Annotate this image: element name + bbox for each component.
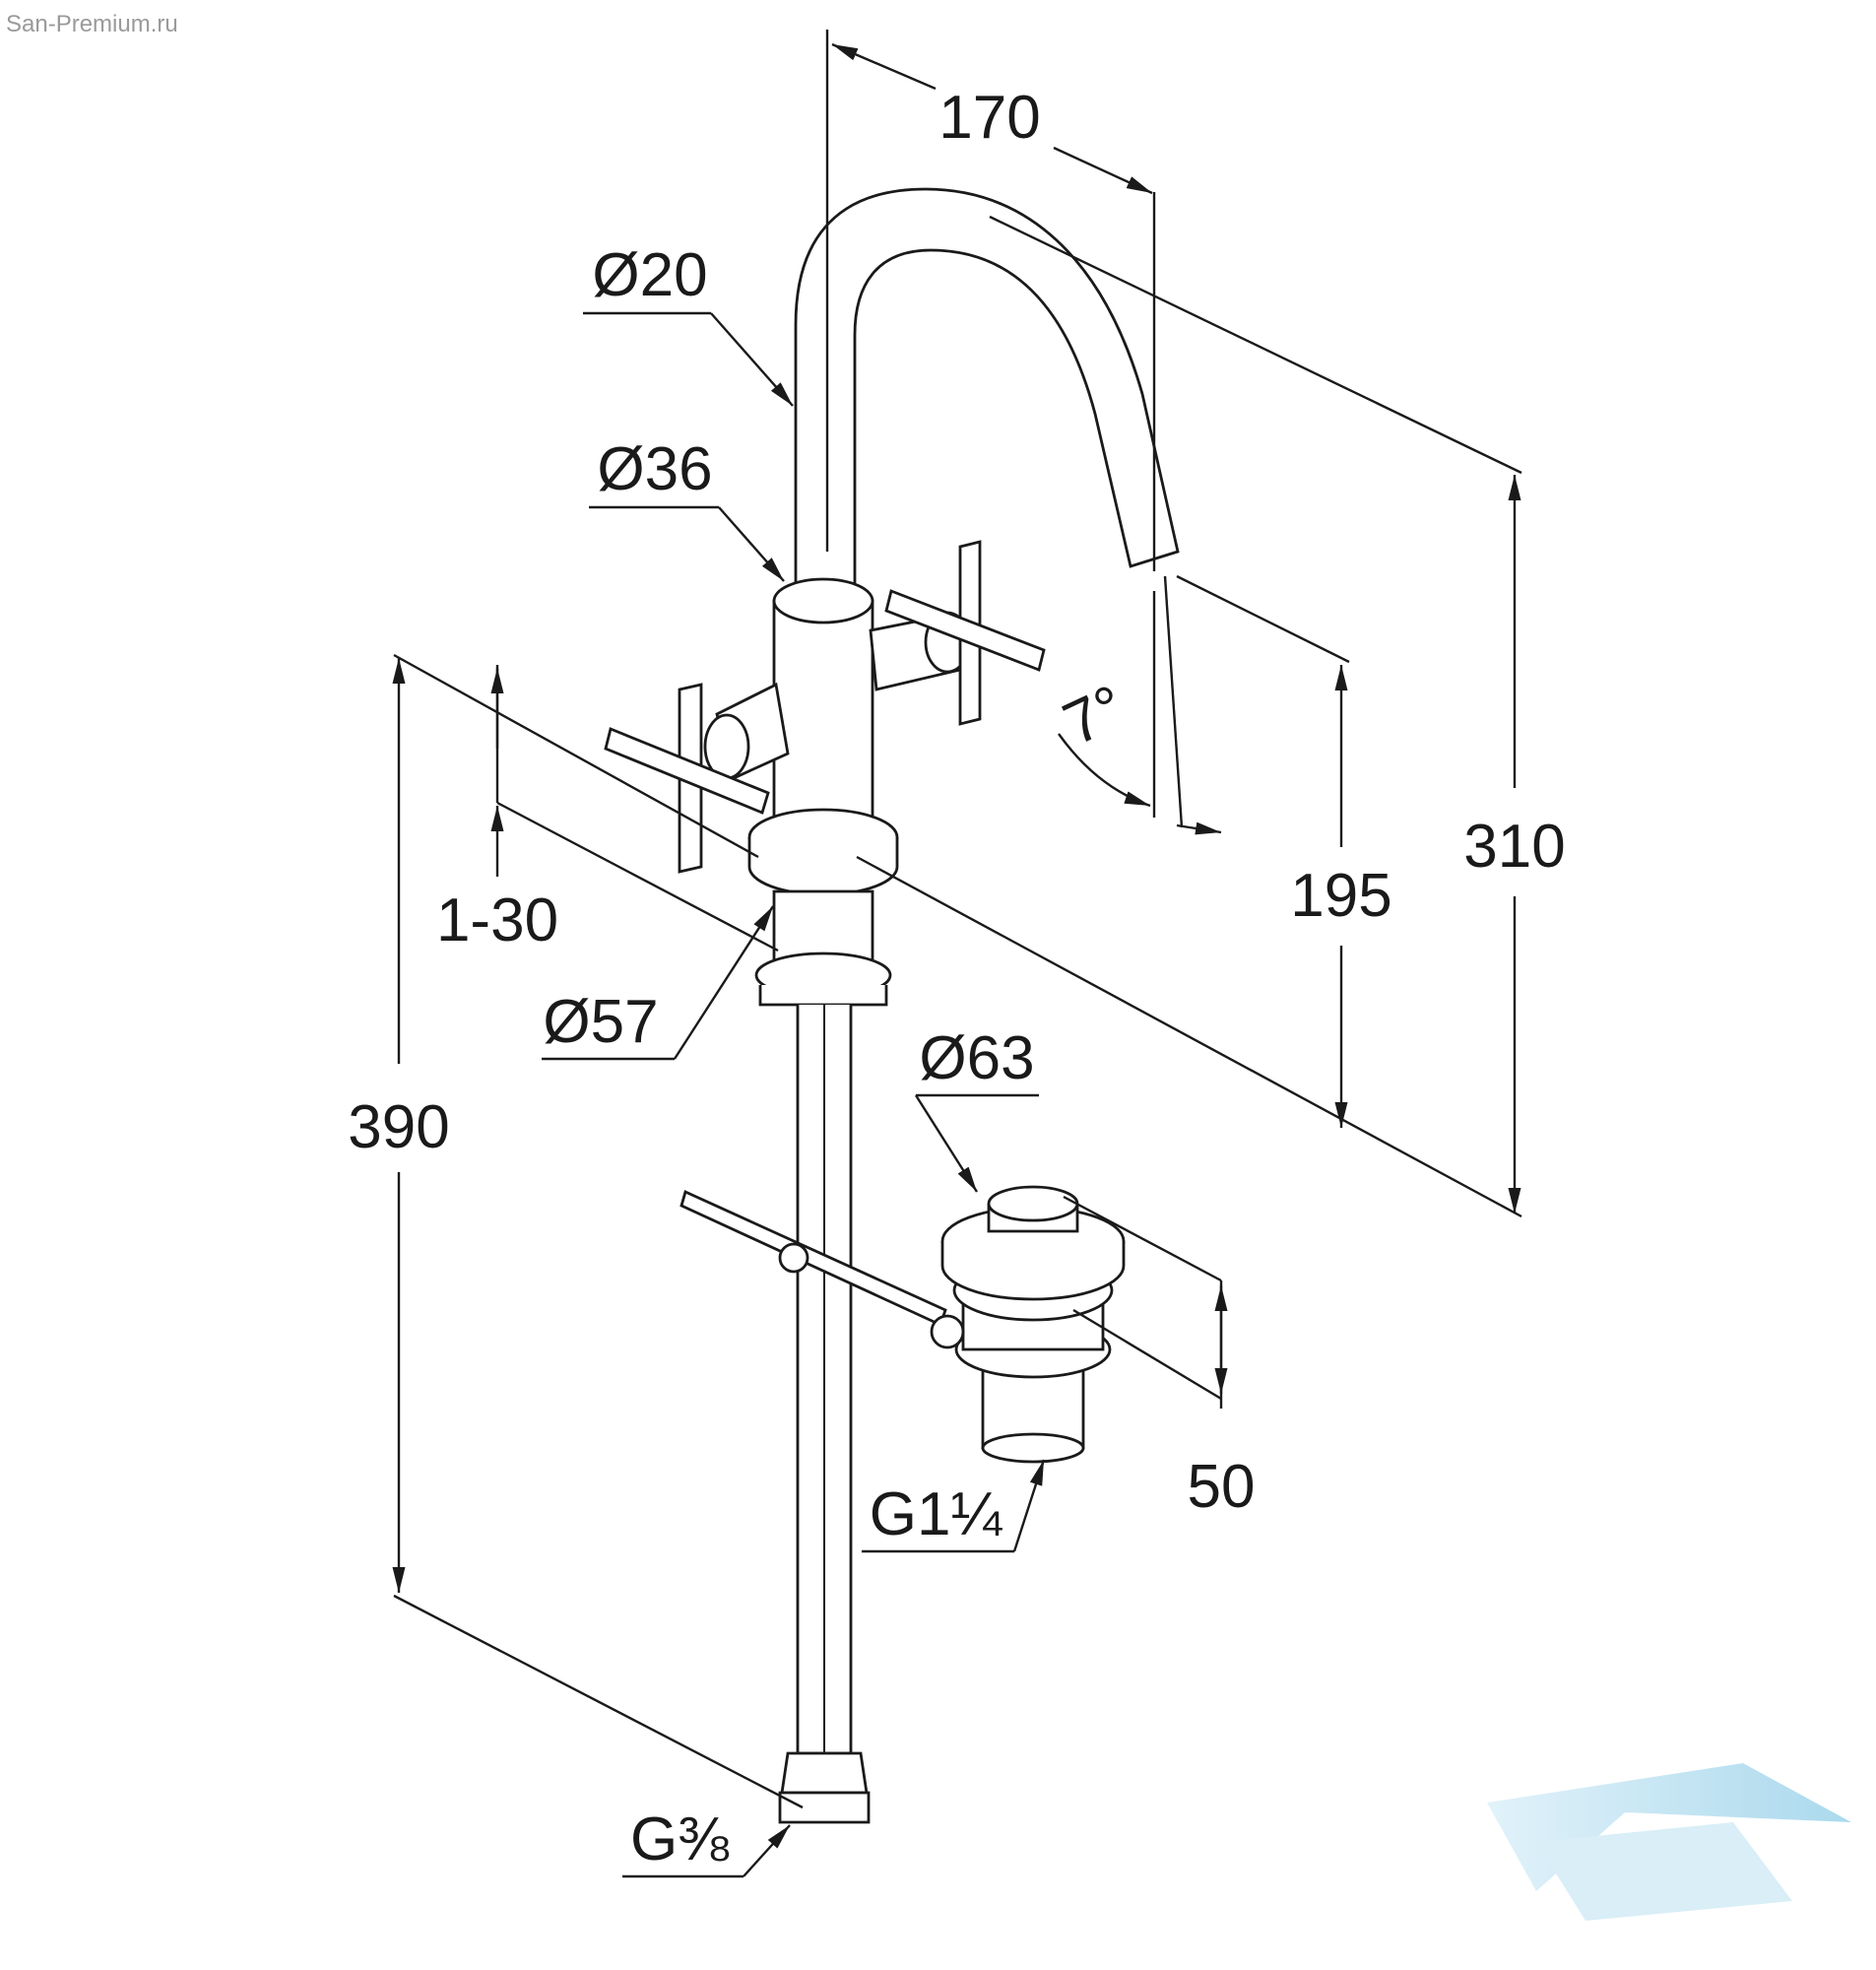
dim-g1-1-4-label: G1¼	[870, 1480, 1003, 1548]
dim-195	[1176, 574, 1350, 1128]
dim-310-label: 310	[1463, 813, 1565, 881]
dim-dia63	[914, 1093, 1039, 1193]
dim-310	[856, 215, 1522, 1218]
dim-dia63-label: Ø63	[919, 1024, 1034, 1092]
dim-g1-1-4	[862, 1459, 1046, 1553]
faucet-base	[747, 808, 899, 1824]
dim-g3-8	[622, 1824, 791, 1878]
left-cross-handle	[604, 682, 790, 874]
dim-390-label: 390	[348, 1093, 449, 1161]
faucet-spout	[794, 187, 1180, 593]
dim-angle-7	[1058, 575, 1222, 835]
dim-dia36-label: Ø36	[597, 435, 712, 503]
dim-dia57	[542, 905, 775, 1061]
watermark-text: San-Premium.ru	[6, 11, 178, 37]
right-cross-handle	[869, 540, 1046, 726]
dim-dia20-label: Ø20	[592, 241, 707, 309]
dim-dia36	[589, 505, 785, 582]
dim-dia20	[583, 311, 794, 407]
faucet-body	[772, 577, 874, 839]
dim-1-30-label: 1-30	[436, 886, 558, 954]
dim-195-label: 195	[1290, 862, 1391, 930]
drain-valve	[930, 1185, 1126, 1464]
dim-dia57-label: Ø57	[543, 988, 658, 1056]
dim-390	[392, 653, 804, 1809]
dim-50	[1063, 1195, 1228, 1409]
dim-50-label: 50	[1188, 1453, 1256, 1521]
watermark-logo	[1487, 1763, 1851, 1921]
dim-1-30	[490, 665, 779, 952]
dim-170	[825, 30, 1156, 571]
dim-g3-8-label: G⅜	[630, 1806, 729, 1873]
dim-170-label: 170	[938, 84, 1040, 152]
dim-angle-7-label: 7°	[1054, 673, 1135, 759]
